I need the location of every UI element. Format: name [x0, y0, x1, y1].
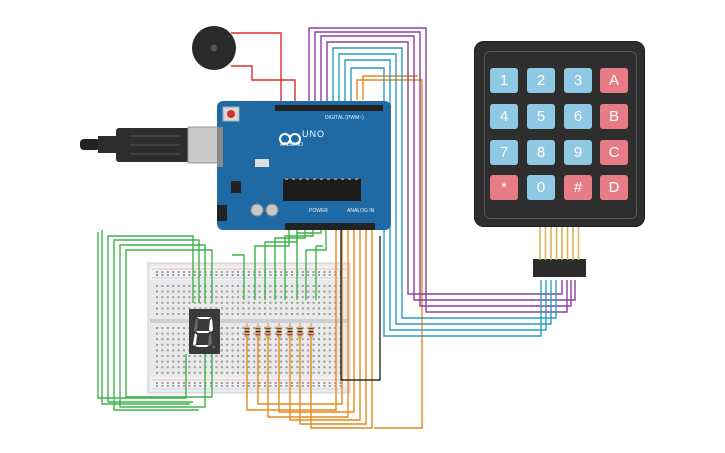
usb-cable [80, 126, 221, 164]
keypad-key[interactable]: 4 [490, 104, 518, 129]
keypad-key[interactable]: 5 [527, 104, 555, 129]
orange-wires [246, 75, 423, 429]
green-wires [97, 229, 327, 411]
keypad-key[interactable]: 7 [490, 140, 518, 165]
arduino-logo-icon [279, 133, 301, 145]
buzzer-wires [231, 32, 381, 381]
arduino-uno-board[interactable]: UNO ARDUINO DIGITAL (PWM~) POWER ANALOG … [217, 101, 391, 230]
svg-text:+: + [228, 62, 231, 68]
purple-wires [308, 27, 576, 313]
board-model-label: UNO [302, 129, 325, 139]
keypad-key[interactable]: # [564, 175, 592, 200]
keypad-key[interactable]: 2 [527, 68, 555, 93]
digital-header-label: DIGITAL (PWM~) [325, 115, 364, 121]
svg-text:-: - [228, 34, 230, 40]
keypad-key[interactable]: * [490, 175, 518, 200]
arduino-details [217, 105, 383, 230]
keypad-key[interactable]: A [600, 68, 628, 93]
analog-header-label: ANALOG IN [347, 208, 375, 214]
piezo-buzzer[interactable]: - + [192, 26, 236, 70]
keypad-key[interactable]: 3 [564, 68, 592, 93]
resistor-array[interactable] [244, 323, 314, 342]
power-header-label: POWER [309, 208, 328, 214]
keypad-key[interactable]: 9 [564, 140, 592, 165]
board-brand-label: ARDUINO [280, 142, 304, 148]
keypad-key[interactable]: 6 [564, 104, 592, 129]
keypad-key[interactable]: 1 [490, 68, 518, 93]
keypad-key[interactable]: 8 [527, 140, 555, 165]
keypad-connector [533, 227, 586, 277]
keypad-key[interactable]: 0 [527, 175, 555, 200]
keypad-face [484, 51, 637, 219]
keypad-key[interactable]: B [600, 104, 628, 129]
keypad-key[interactable]: C [600, 140, 628, 165]
keypad-key[interactable]: D [600, 175, 628, 200]
seven-segment-display[interactable] [189, 309, 220, 354]
